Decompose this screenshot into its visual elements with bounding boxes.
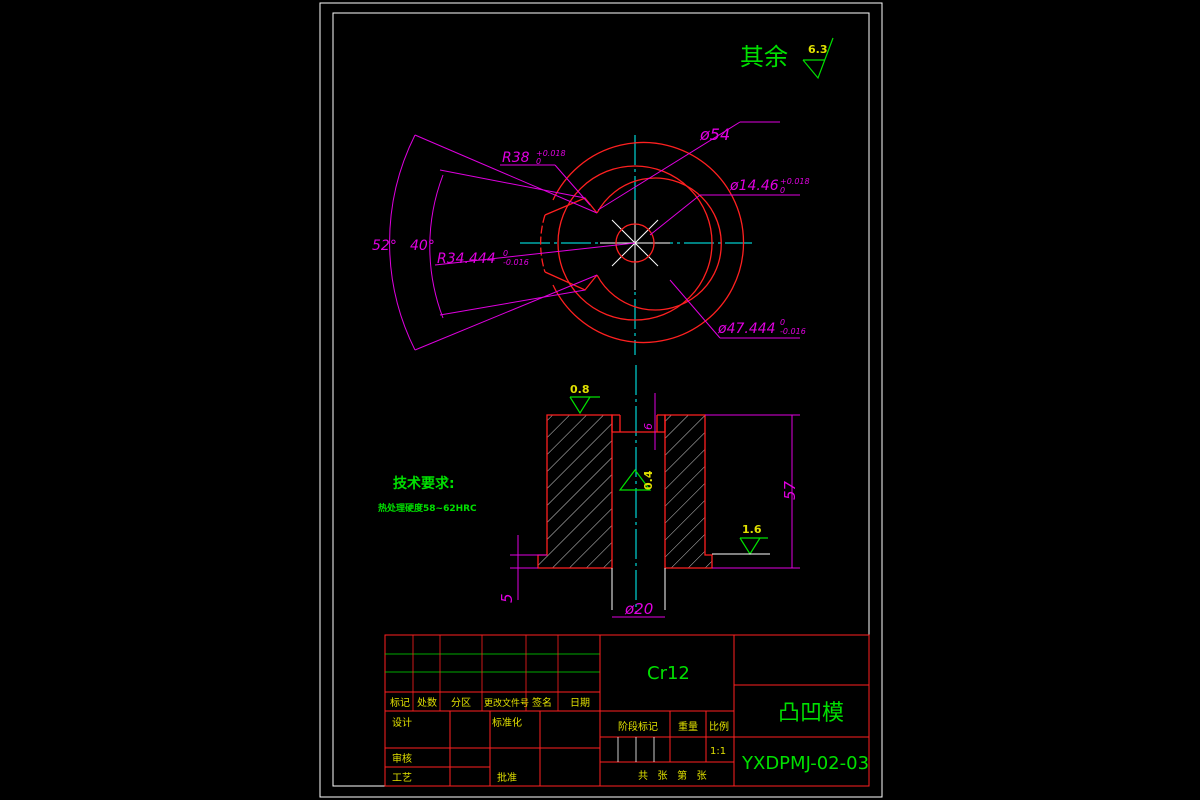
surface-note-value: 6.3 <box>808 43 828 56</box>
lbl-stage-mark: 阶段标记 <box>618 720 658 733</box>
hdr-date: 日期 <box>570 697 590 709</box>
roughness-step: 1.6 <box>712 523 770 556</box>
lbl-scale: 比例 <box>709 720 729 733</box>
hdr-change-doc: 更改文件号 <box>484 697 529 709</box>
dim-r38: R38 <box>502 150 530 166</box>
dim-r38-tol-lower: 0 <box>536 157 541 166</box>
dim-bore: ø20 <box>624 600 653 618</box>
roughness-step-value: 1.6 <box>742 523 762 536</box>
scale-value: 1:1 <box>710 746 726 757</box>
dim-r34-tol-lower: -0.016 <box>503 258 529 267</box>
roughness-top-value: 0.8 <box>570 383 590 396</box>
dim-r34: R34.444 <box>437 251 496 267</box>
material: Cr12 <box>647 663 690 684</box>
lbl-review: 审核 <box>392 752 412 765</box>
dim-d14-tol-upper: +0.018 <box>780 177 810 186</box>
surface-note-label: 其余 <box>740 43 788 71</box>
drawing-number: YXDPMJ-02-03 <box>741 753 869 774</box>
roughness-bore-value: 0.4 <box>642 470 655 490</box>
dim-small: 6 <box>642 423 655 430</box>
dim-d47-tol-lower: -0.016 <box>780 327 806 336</box>
roughness-top: 0.8 <box>569 383 600 415</box>
outer-frame <box>319 2 883 798</box>
tech-req-title: 技术要求: <box>393 475 455 492</box>
dim-d14: ø14.46 <box>729 178 779 194</box>
surface-note: 其余 6.3 <box>740 37 834 80</box>
dim-a52: 52° <box>372 238 397 254</box>
dim-step: 5 <box>498 593 516 603</box>
hdr-sign: 签名 <box>532 696 552 709</box>
title-block: 标记 处数 分区 更改文件号 签名 日期 设计 标准化 审核 工艺 批准 Cr1… <box>384 634 870 787</box>
dim-r38-tol-upper: +0.018 <box>536 149 566 158</box>
hdr-count: 处数 <box>417 696 437 709</box>
lbl-process: 工艺 <box>392 772 412 784</box>
section-view: 57 5 ø20 6 0.8 0.4 1.6 <box>498 365 800 618</box>
dim-d47: ø47.444 <box>717 321 776 337</box>
dim-a40: 40° <box>410 238 435 254</box>
dim-d54: ø54 <box>699 125 730 144</box>
top-view: ø54 ø14.46 +0.018 0 ø47.444 0 -0.016 R38… <box>372 121 810 355</box>
lbl-standardize: 标准化 <box>492 716 522 729</box>
dim-height: 57 <box>781 480 799 500</box>
dim-d14-tol-lower: 0 <box>780 186 785 195</box>
sheet-count: 共 张 第 张 <box>638 769 707 782</box>
lbl-design: 设计 <box>392 716 412 729</box>
dim-r34-tol-upper: 0 <box>503 249 508 258</box>
roughness-bore: 0.4 <box>618 469 655 491</box>
part-name: 凸凹模 <box>778 701 844 726</box>
dim-d47-tol-upper: 0 <box>780 318 785 327</box>
lbl-approve: 批准 <box>497 771 517 784</box>
lbl-weight: 重量 <box>678 720 698 733</box>
tech-requirements: 技术要求: 热处理硬度58~62HRC <box>378 475 477 514</box>
hdr-zone: 分区 <box>451 697 471 709</box>
hdr-mark: 标记 <box>390 697 410 709</box>
tech-req-text: 热处理硬度58~62HRC <box>378 502 477 514</box>
